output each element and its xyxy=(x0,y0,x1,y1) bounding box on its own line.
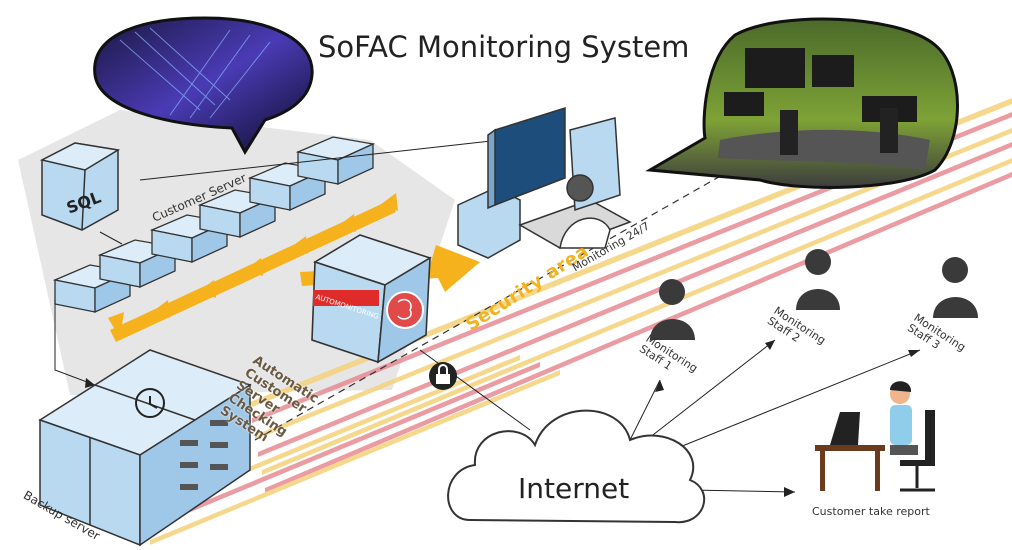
arrowheads xyxy=(85,340,920,497)
customer-report-label: Customer take report xyxy=(812,505,930,518)
security-boundary-line xyxy=(254,164,741,441)
control-room-photo xyxy=(645,17,959,189)
customer-servers xyxy=(52,136,376,314)
lock-icon xyxy=(429,362,457,390)
customer-report-figure xyxy=(815,381,935,492)
backup-server xyxy=(38,349,252,547)
page-title: SoFAC Monitoring System xyxy=(318,30,690,64)
server-room-photo xyxy=(93,16,314,155)
internet-label: Internet xyxy=(518,472,630,505)
monitoring-workstation xyxy=(457,106,632,259)
sql-database xyxy=(39,142,121,231)
internet-cloud xyxy=(447,409,706,524)
automonitoring-box xyxy=(311,234,432,364)
staff-icons xyxy=(650,249,978,340)
